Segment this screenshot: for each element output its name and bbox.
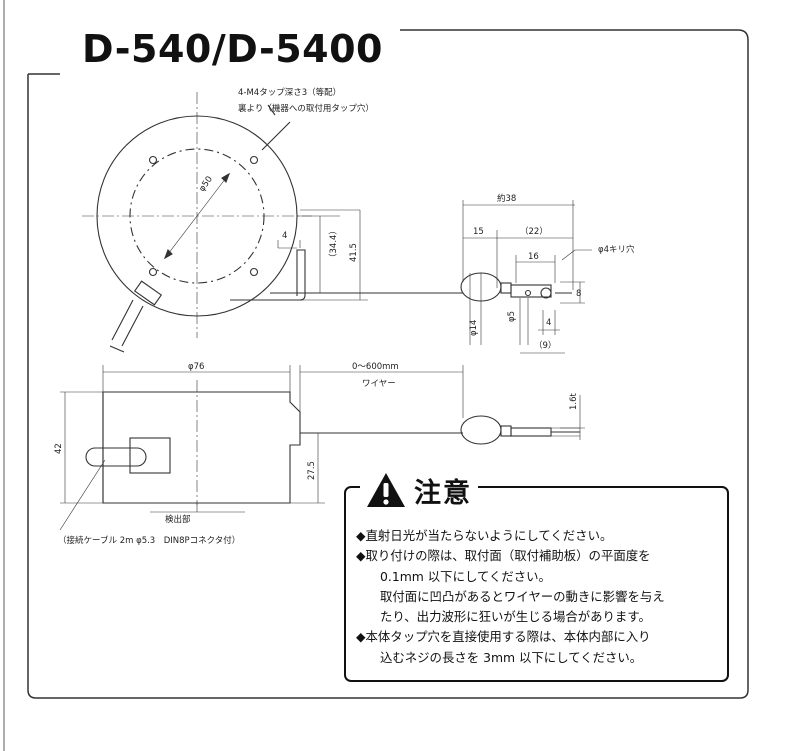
dim-8-label: 8 [576, 289, 581, 299]
caution-header: 注意 [360, 471, 478, 509]
dim-42-label: 42 [54, 443, 64, 454]
cable-note-label: （接続ケーブル 2m φ5.3 DIN8Pコネクタ付） [58, 535, 240, 546]
page-title: D-540/D-5400 [82, 27, 384, 71]
wire-label: ワイヤー [362, 379, 396, 389]
side-view [59, 365, 585, 531]
dim-4-top-label: 4 [282, 231, 287, 241]
dim-27-5-label: 27.5 [307, 461, 317, 480]
frame-panel [27, 29, 749, 699]
phi5-label: φ5 [507, 311, 517, 322]
dimension-labels: 4-M4タップ深さ3（等配） 裏より（機器への取付用タップ穴） φ50 4 （3… [54, 87, 635, 546]
caution-line: 込むネジの長さを 3mm 以下にしてください。 [380, 649, 643, 665]
dim-41-5-label: 41.5 [349, 243, 359, 262]
phi14-label: φ14 [469, 320, 479, 336]
dim-9-label: （9） [534, 340, 556, 351]
caution-body: ◆直射日光が当たらないようにしてください。 ◆取り付けの際は、取付面（取付補助板… [356, 526, 728, 668]
dim-1-6t-label: 1.6t [569, 392, 579, 410]
dim-15-label: 15 [473, 227, 484, 237]
approx38-label: 約38 [497, 193, 516, 204]
caution-box [344, 486, 729, 682]
caution-line: 取付面に凹凸があるとワイヤーの動きに影響を与え [380, 588, 665, 604]
dim-34-4-label: （34.4） [328, 226, 339, 262]
dim-4-right-label: 4 [546, 318, 551, 328]
dim-22-label: （22） [520, 226, 548, 237]
tap-note-2: 裏より（機器への取付用タップ穴） [238, 103, 374, 114]
tap-note-1: 4-M4タップ深さ3（等配） [238, 87, 341, 98]
caution-line: ◆取り付けの際は、取付面（取付補助板）の平面度を [356, 548, 651, 564]
phi4-drill-label: φ4キリ穴 [598, 244, 635, 255]
detector-label: 検出部 [165, 514, 191, 525]
caution-line: 0.1mm 以下にしてください。 [380, 568, 551, 584]
caution-line: ◆本体タップ穴を直接使用する際は、本体内部に入り [356, 629, 651, 645]
top-view [82, 92, 592, 354]
wire-range-label: 0～600mm [352, 362, 399, 372]
phi76-label: φ76 [188, 362, 204, 372]
caution-title: 注意 [414, 477, 472, 509]
phi50-label: φ50 [197, 175, 215, 194]
caution-line: たり、出力波形に狂いが生じる場合があります。 [380, 609, 651, 625]
warning-triangle-icon [367, 473, 405, 507]
caution-line: ◆直射日光が当たらないようにしてください。 [356, 528, 613, 543]
dim-16-label: 16 [528, 252, 539, 262]
